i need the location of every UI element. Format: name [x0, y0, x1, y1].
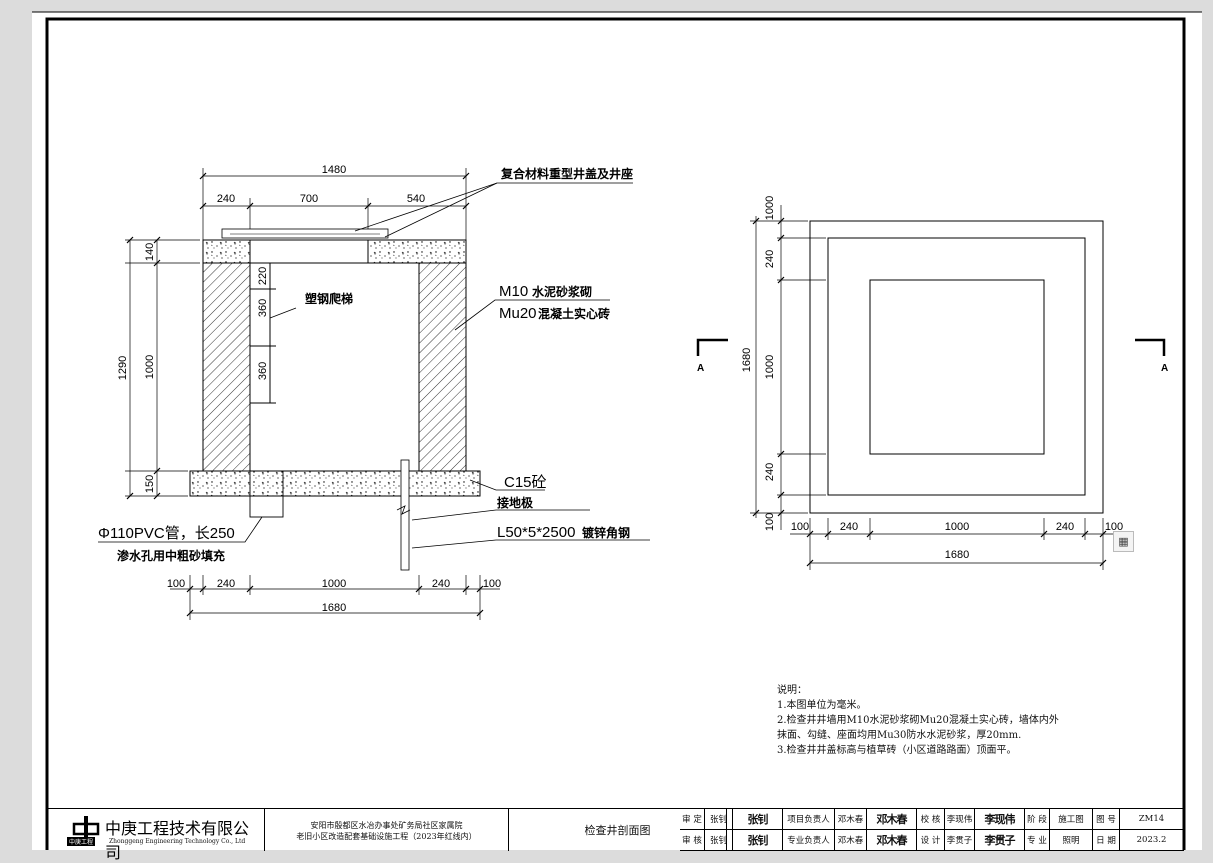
row2-reviewer-signature: 张钊 [733, 830, 783, 851]
dim-220: 220 [257, 267, 269, 285]
label-hole: 渗水孔用中粗砂填充 [117, 548, 225, 563]
drawing-name-cell: 检查井剖面图 [509, 809, 727, 851]
section-mark-left-label: A [697, 363, 704, 374]
label-ground: 接地极 [497, 495, 534, 510]
notes-line-2: 2.检查井井墙用M10水泥砂浆砌Mu20混凝土实心砖，墙体内外 [777, 715, 1059, 726]
label-angle-steel-text: 镀锌角钢 [582, 525, 630, 540]
row2-lead: 邓木春 [835, 830, 867, 851]
section-view: 1480 240 700 540 220 360 [98, 164, 650, 620]
label-c15: C15砼 [504, 474, 547, 491]
dim-bot-100-b: 100 [483, 578, 501, 590]
dim-1000-v: 1000 [144, 355, 156, 379]
label-pipe: Φ110PVC管，长250 [98, 525, 235, 542]
row2-date: 2023.2 [1120, 830, 1184, 851]
plan-dim-240-h-a: 240 [840, 521, 858, 533]
label-m10: M10 [499, 283, 528, 300]
title-block: 中庚工程技术有限公司 中庚工程 Zhonggeng Engineering Te… [47, 808, 1184, 862]
row1-label-approve: 审 定 [680, 809, 705, 830]
project-line-2: 老旧小区改造配套基础设施工程（2023年红线内） [296, 832, 477, 841]
row2-label-date: 日 期 [1093, 830, 1120, 851]
row2-designer: 李贯子 [945, 830, 975, 851]
plan-dim-240-a: 240 [764, 250, 776, 268]
plan-dim-100-b: 100 [1105, 521, 1123, 533]
plan-dim-1680-v: 1680 [741, 348, 753, 372]
dim-1480: 1480 [322, 164, 346, 176]
zoom-icon[interactable]: ▦ [1113, 531, 1134, 552]
row2-label-design: 设 计 [917, 830, 945, 851]
row1-label-pm: 项目负责人 [783, 809, 835, 830]
plan-view: 1000 240 1680 1000 240 100 100 240 1000 … [696, 196, 1168, 570]
row1-pm-signature: 邓木春 [867, 809, 917, 830]
company-name-en: Zhonggeng Engineering Technology Co., Lt… [109, 838, 246, 845]
plan-dim-100-a: 100 [791, 521, 809, 533]
label-angle-steel: L50*5*2500 [497, 524, 575, 541]
dim-140: 140 [144, 243, 156, 261]
plan-dim-240-h-b: 240 [1056, 521, 1074, 533]
row1-pm: 邓木春 [835, 809, 867, 830]
section-mark-right [1135, 338, 1166, 356]
notes-line-1: 1.本图单位为毫米。 [777, 700, 867, 711]
label-ladder: 塑钢爬梯 [305, 291, 353, 306]
section-mark-left [696, 338, 728, 356]
row1-stage: 施工图 [1050, 809, 1093, 830]
plan-dim-1000-top: 1000 [764, 196, 776, 220]
row2-label-review: 审 核 [680, 830, 705, 851]
plan-dim-1000-v: 1000 [764, 355, 776, 379]
row2-discipline: 照明 [1050, 830, 1093, 851]
drawing-border [45, 17, 1186, 850]
row1-label-check: 校 核 [917, 809, 945, 830]
label-cover: 复合材料重型井盖及井座 [500, 166, 633, 181]
row2-designer-signature: 李贯子 [975, 830, 1025, 851]
row1-checker: 李现伟 [945, 809, 975, 830]
label-mortar: 水泥砂浆砌 [532, 284, 592, 299]
row2-label-discipline: 专 业 [1025, 830, 1050, 851]
section-mark-right-label: A [1161, 363, 1168, 374]
dim-360-a: 360 [257, 299, 269, 317]
company-logo-icon [72, 816, 100, 840]
dim-700-top: 700 [300, 193, 318, 205]
dim-bot-1680: 1680 [322, 602, 346, 614]
project-cell: 安阳市殷都区水冶办事处矿务局社区家属院 老旧小区改造配套基础设施工程（2023年… [265, 809, 509, 851]
notes-line-4: 3.检查井井盖标高与植草砖（小区道路路面）顶面平。 [777, 745, 1017, 756]
dim-240-top: 240 [217, 193, 235, 205]
row1-drawing-no: ZM14 [1120, 809, 1184, 830]
design-notes: 说明： 1.本图单位为毫米。 2.检查井井墙用M10水泥砂浆砌Mu20混凝土实心… [777, 683, 1059, 758]
label-brick: 混凝土实心砖 [538, 306, 610, 321]
row1-label-stage: 阶 段 [1025, 809, 1050, 830]
label-mu20: Mu20 [499, 305, 537, 322]
row1-approver-signature: 张钊 [733, 809, 783, 830]
dim-bot-240-b: 240 [432, 578, 450, 590]
notes-title: 说明： [777, 685, 807, 696]
row2-label-lead: 专业负责人 [783, 830, 835, 851]
company-cell: 中庚工程技术有限公司 中庚工程 Zhonggeng Engineering Te… [47, 809, 265, 862]
plan-dim-1680-h: 1680 [945, 549, 969, 561]
row1-checker-signature: 李现伟 [975, 809, 1025, 830]
row1-approver: 张钊 [705, 809, 733, 830]
row2-lead-signature: 邓木春 [867, 830, 917, 851]
dim-150: 150 [144, 475, 156, 493]
plan-dim-240-b: 240 [764, 463, 776, 481]
dim-360-b: 360 [257, 362, 269, 380]
plan-dim-100-v: 100 [764, 513, 776, 531]
row1-label-drawing-no: 图 号 [1093, 809, 1120, 830]
company-logo-text: 中庚工程 [67, 837, 96, 846]
dim-1290: 1290 [117, 356, 129, 380]
dim-bot-100-a: 100 [167, 578, 185, 590]
dim-bot-1000: 1000 [322, 578, 346, 590]
row2-reviewer: 张钊 [705, 830, 733, 851]
project-line-1: 安阳市殷都区水冶办事处矿务局社区家属院 [310, 821, 463, 830]
dim-540-top: 540 [407, 193, 425, 205]
notes-line-3: 抹面、勾缝、座面均用Mu30防水水泥砂浆，厚20mm. [777, 730, 1022, 741]
dim-bot-240-a: 240 [217, 578, 235, 590]
plan-dim-1000-h: 1000 [945, 521, 969, 533]
